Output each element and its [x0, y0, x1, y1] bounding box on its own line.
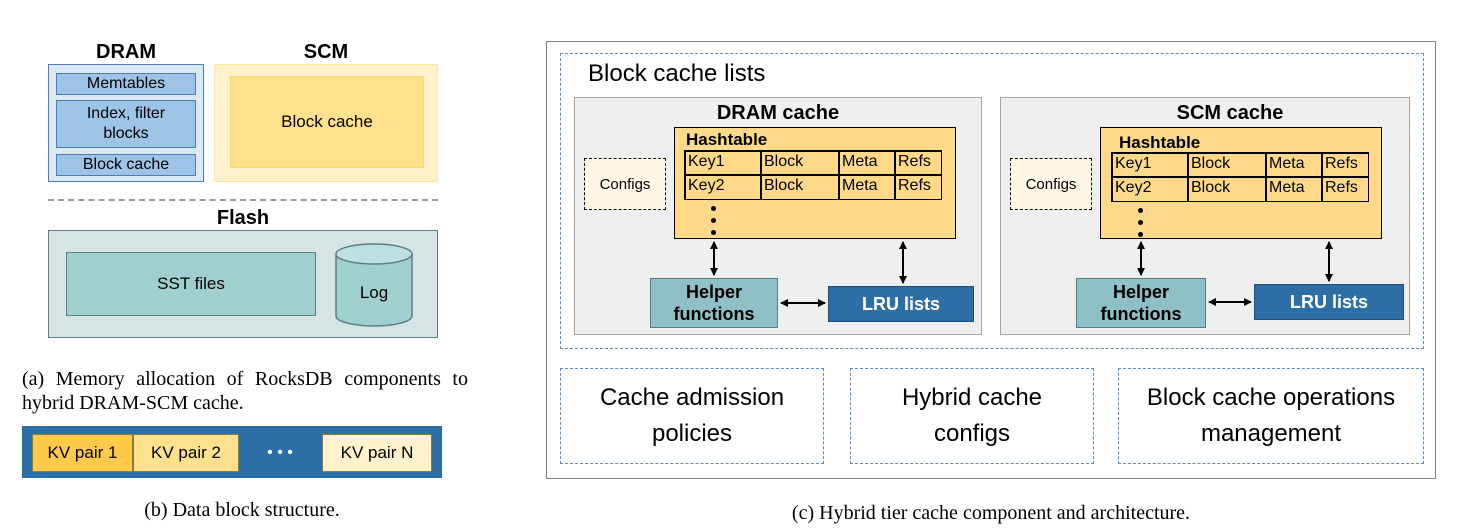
dram-ellipsis-dot: [711, 230, 716, 235]
scm-row1-refs: Refs: [1325, 155, 1358, 172]
dram-hashtable: [674, 127, 956, 239]
cache-admission-policies: Cache admission policies: [560, 368, 824, 464]
scm-title: SCM: [303, 40, 349, 63]
dram-hashtable-title: Hashtable: [686, 130, 768, 149]
scm-hashtable: [1100, 127, 1382, 239]
dram-lru-lists: LRU lists: [828, 286, 974, 322]
caption-b: (b) Data block structure.: [144, 498, 340, 521]
block-cache-operations-management: Block cache operations management: [1118, 368, 1424, 464]
kv-pair-1: KV pair 1: [32, 434, 133, 472]
scm-row2-block: Block: [1191, 179, 1231, 196]
flash-divider: [48, 199, 438, 201]
dram-row2-meta: Meta: [842, 177, 878, 194]
block-cache-lists-region: [560, 53, 1424, 349]
scm-ellipsis-dot: [1138, 208, 1143, 213]
dram-ellipsis-dot: [711, 218, 716, 223]
scm-configs: Configs: [1010, 158, 1092, 210]
dram-title: DRAM: [96, 40, 156, 63]
log-label: Log: [359, 283, 389, 302]
scm-ellipsis-dot: [1138, 220, 1143, 225]
scm-row1-block: Block: [1191, 155, 1231, 172]
scm-row1-key: Key1: [1115, 155, 1152, 172]
flash-title: Flash: [216, 206, 270, 229]
caption-a: (a) Memory allocation of RocksDB compone…: [22, 368, 468, 414]
dram-helper-functions: Helper functions: [650, 278, 778, 328]
kv-pair-n: KV pair N: [322, 434, 432, 472]
kv-ellipsis: • • •: [267, 444, 293, 461]
hybrid-cache-configs: Hybrid cache configs: [850, 368, 1094, 464]
dram-configs: Configs: [584, 158, 666, 210]
scm-cache-title: SCM cache: [1176, 101, 1284, 124]
scm-block-cache: Block cache: [230, 76, 424, 168]
dram-hashtable-grid: Key1 Block Meta Refs Key2 Block Meta Ref…: [684, 150, 942, 200]
scm-lru-lists: LRU lists: [1254, 284, 1404, 320]
dram-block-cache: Block cache: [56, 154, 196, 176]
scm-helper-functions: Helper functions: [1076, 278, 1206, 328]
dram-row1-key: Key1: [688, 153, 725, 170]
scm-hashtable-title: Hashtable: [1119, 133, 1201, 152]
scm-row2-meta: Meta: [1269, 179, 1305, 196]
dram-cache-title: DRAM cache: [716, 101, 840, 124]
dram-row1-block: Block: [764, 153, 804, 170]
scm-hashtable-grid: Key1 Block Meta Refs Key2 Block Meta Ref…: [1111, 152, 1369, 202]
kv-pair-2: KV pair 2: [133, 434, 239, 472]
dram-row1-meta: Meta: [842, 153, 878, 170]
scm-row1-meta: Meta: [1269, 155, 1305, 172]
sst-files: SST files: [66, 252, 316, 316]
block-cache-lists-title: Block cache lists: [588, 60, 766, 87]
log-cylinder-icon: [335, 243, 413, 327]
dram-index-filter-blocks: Index, filter blocks: [56, 100, 196, 148]
dram-ellipsis-dot: [711, 206, 716, 211]
scm-row2-key: Key2: [1115, 179, 1152, 196]
scm-ellipsis-dot: [1138, 232, 1143, 237]
architecture-frame: [546, 41, 1436, 479]
dram-row2-block: Block: [764, 177, 804, 194]
dram-row2-key: Key2: [688, 177, 725, 194]
scm-row2-refs: Refs: [1325, 179, 1358, 196]
dram-memtables: Memtables: [56, 73, 196, 95]
dram-row1-refs: Refs: [898, 153, 931, 170]
dram-row2-refs: Refs: [898, 177, 931, 194]
caption-c: (c) Hybrid tier cache component and arch…: [791, 501, 1191, 524]
